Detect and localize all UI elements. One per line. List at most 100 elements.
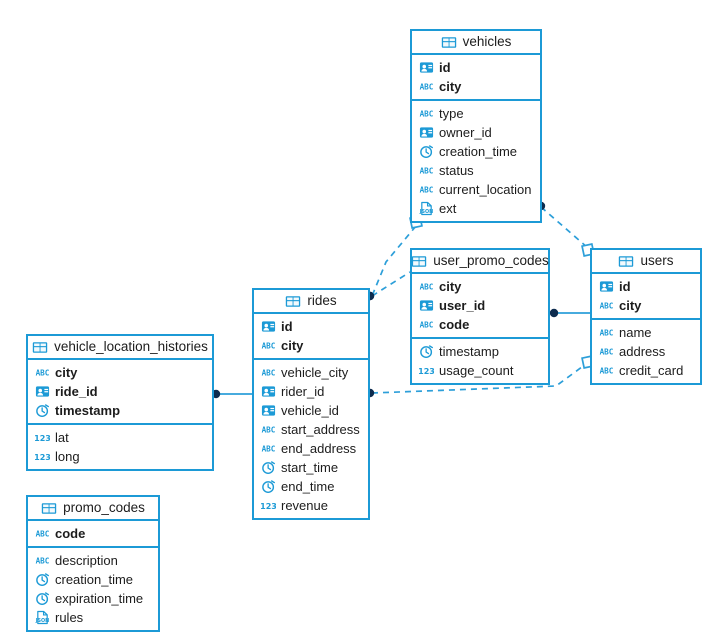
clock-icon (261, 460, 276, 475)
column-name-label: description (55, 553, 118, 568)
column-row[interactable]: id (412, 58, 540, 77)
column-row[interactable]: timestamp (412, 342, 548, 361)
column-row[interactable]: ABC start_address (254, 420, 368, 439)
abc-string-icon: ABC (261, 365, 276, 380)
column-row[interactable]: owner_id (412, 123, 540, 142)
column-name-label: current_location (439, 182, 532, 197)
table-header-promo_codes[interactable]: promo_codes (28, 497, 158, 521)
column-row[interactable]: rider_id (254, 382, 368, 401)
column-name-label: city (439, 279, 462, 294)
column-row[interactable]: 123revenue (254, 496, 368, 515)
abc-string-icon: ABC (599, 325, 614, 340)
abc-string-icon: ABC (599, 363, 614, 378)
column-name-label: creation_time (55, 572, 134, 587)
table-header-user_promo_codes[interactable]: user_promo_codes (412, 250, 549, 274)
svg-text:ABC: ABC (262, 445, 276, 454)
column-row[interactable]: 123long (28, 447, 212, 466)
column-row[interactable]: id (254, 317, 368, 336)
svg-text:ABC: ABC (262, 426, 276, 435)
column-name-label: ext (439, 201, 457, 216)
column-row[interactable]: timestamp (28, 401, 212, 420)
clock-icon (35, 403, 50, 418)
table-grid-icon (441, 36, 457, 49)
column-name-label: rider_id (281, 384, 325, 399)
relationship-vehicle-location-histories-to-rides[interactable] (211, 389, 252, 399)
table-grid-icon (618, 255, 634, 268)
column-name-label: vehicle_id (281, 403, 339, 418)
column-name-label: user_id (439, 298, 486, 313)
svg-text:ABC: ABC (420, 110, 434, 119)
svg-text:ABC: ABC (420, 321, 434, 330)
id-card-icon (419, 298, 434, 313)
column-name-label: end_address (281, 441, 357, 456)
table-name-label: user_promo_codes (433, 253, 549, 269)
column-row[interactable]: ABC city (412, 277, 548, 296)
id-card-icon (419, 125, 434, 140)
column-row[interactable]: start_time (254, 458, 368, 477)
svg-text:ABC: ABC (420, 186, 434, 195)
column-row[interactable]: user_id (412, 296, 548, 315)
column-name-label: start_address (281, 422, 360, 437)
abc-string-icon: ABC (599, 344, 614, 359)
svg-text:ABC: ABC (36, 369, 50, 378)
column-row[interactable]: 123usage_count (412, 361, 548, 380)
relationship-user-promo-codes-to-users[interactable] (549, 308, 590, 318)
column-row[interactable]: id (592, 277, 700, 296)
column-row[interactable]: creation_time (412, 142, 540, 161)
column-name-label: id (439, 60, 451, 75)
column-name-label: revenue (281, 498, 328, 513)
column-name-label: ride_id (55, 384, 98, 399)
clock-icon (419, 144, 434, 159)
relationship-rides-to-user-promo-codes[interactable] (365, 271, 411, 301)
svg-text:ABC: ABC (420, 283, 434, 292)
column-row[interactable]: creation_time (28, 570, 158, 589)
column-row[interactable]: ride_id (28, 382, 212, 401)
abc-string-icon: ABC (261, 338, 276, 353)
table-header-vehicle_location_histories[interactable]: vehicle_location_histories (28, 336, 212, 360)
123-number-icon: 123 (419, 363, 434, 378)
column-row[interactable]: end_time (254, 477, 368, 496)
json-document-icon: JSON (35, 610, 50, 625)
table-header-rides[interactable]: rides (254, 290, 368, 314)
column-name-label: city (439, 79, 462, 94)
abc-string-icon: ABC (599, 298, 614, 313)
table-name-label: users (640, 253, 674, 269)
table-header-users[interactable]: users (592, 250, 700, 274)
table-header-vehicles[interactable]: vehicles (412, 31, 540, 55)
column-row[interactable]: expiration_time (28, 589, 158, 608)
column-section-vehicle_location_histories: 123lat123long (28, 425, 212, 469)
column-row[interactable]: ABC current_location (412, 180, 540, 199)
column-row[interactable]: ABC end_address (254, 439, 368, 458)
column-row[interactable]: 123lat (28, 428, 212, 447)
column-row[interactable]: vehicle_id (254, 401, 368, 420)
table-grid-icon (41, 502, 57, 515)
column-name-label: long (55, 449, 80, 464)
abc-string-icon: ABC (35, 365, 50, 380)
